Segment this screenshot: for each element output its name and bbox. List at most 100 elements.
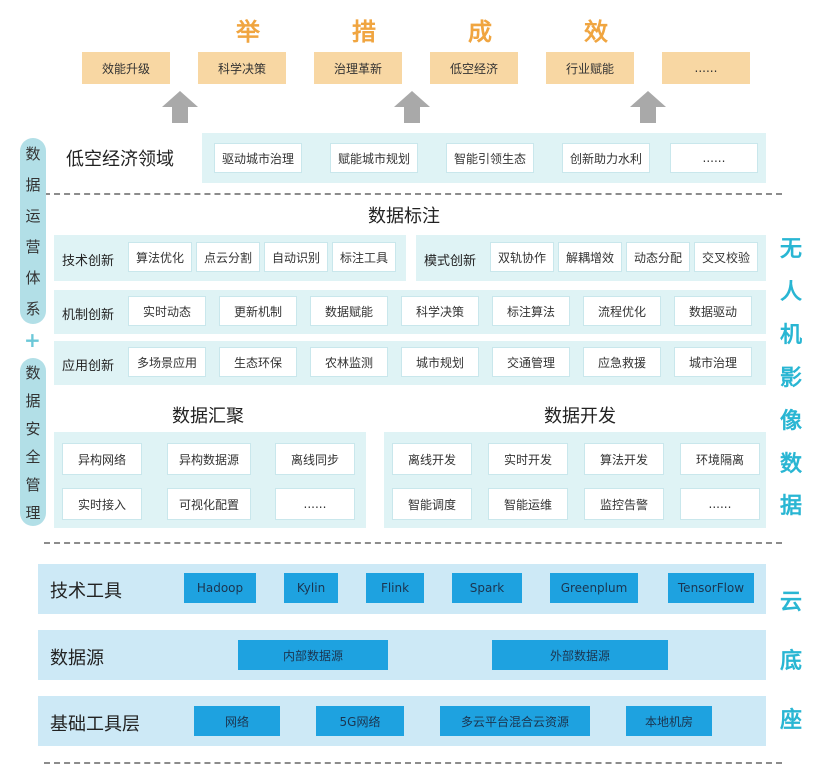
aggregation-item: 异构网络 <box>62 443 142 475</box>
labeling-title: 数据标注 <box>368 206 440 227</box>
development-item: ...... <box>680 488 760 520</box>
top-char-1: 举 <box>236 18 260 46</box>
result-box: 治理革新 <box>314 52 402 84</box>
left-bar-char: 运 <box>25 207 41 225</box>
aggregation-item: 可视化配置 <box>167 488 251 520</box>
tool-item: Hadoop <box>184 573 256 603</box>
result-box: 行业赋能 <box>546 52 634 84</box>
mode-item: 解耦增效 <box>558 242 622 272</box>
development-item: 实时开发 <box>488 443 568 475</box>
result-box: 低空经济 <box>430 52 518 84</box>
left-bar-security: 数 据 安 全 管 理 <box>20 358 46 526</box>
tech-item: 标注工具 <box>332 242 396 272</box>
result-box: 效能升级 <box>82 52 170 84</box>
infra-item: 本地机房 <box>626 706 712 736</box>
aggregation-item: 实时接入 <box>62 488 142 520</box>
development-item: 离线开发 <box>392 443 472 475</box>
app-innovation-label: 应用创新 <box>62 359 115 374</box>
tool-item: TensorFlow <box>668 573 754 603</box>
left-bar-char: 全 <box>25 447 41 466</box>
app-item: 应急救援 <box>583 347 661 377</box>
mech-item: 流程优化 <box>583 296 661 326</box>
right-char: 机 <box>779 323 802 349</box>
plus-sign: + <box>24 328 41 352</box>
development-title: 数据开发 <box>544 406 616 427</box>
low-alt-item: 赋能城市规划 <box>330 143 418 173</box>
development-item: 智能运维 <box>488 488 568 520</box>
app-item: 城市规划 <box>401 347 479 377</box>
infra-item: 多云平台混合云资源 <box>440 706 590 736</box>
right-char: 像 <box>779 408 802 434</box>
left-bar-char: 据 <box>25 176 41 194</box>
right-char: 影 <box>779 365 802 391</box>
mech-item: 数据赋能 <box>310 296 388 326</box>
mode-item: 交叉校验 <box>694 242 758 272</box>
tech-item: 自动识别 <box>264 242 328 272</box>
top-char-3: 成 <box>468 18 492 46</box>
data-source-item: 外部数据源 <box>492 640 668 670</box>
low-alt-item: 驱动城市治理 <box>214 143 302 173</box>
tech-innovation-label: 技术创新 <box>62 254 115 269</box>
app-item: 交通管理 <box>492 347 570 377</box>
tech-item: 算法优化 <box>128 242 192 272</box>
low-alt-item: ...... <box>670 143 758 173</box>
mode-innovation-label: 模式创新 <box>424 254 477 269</box>
mech-innovation-label: 机制创新 <box>62 308 115 323</box>
right-char: 据 <box>779 494 802 520</box>
divider <box>44 193 782 195</box>
top-char-2: 措 <box>352 18 376 46</box>
right-char: 座 <box>779 708 802 734</box>
app-item: 生态环保 <box>219 347 297 377</box>
aggregation-title: 数据汇聚 <box>172 406 244 427</box>
left-bar-char: 理 <box>25 503 41 522</box>
right-char: 云 <box>779 589 802 615</box>
tech-item: 点云分割 <box>196 242 260 272</box>
up-arrow-icon <box>630 91 666 123</box>
aggregation-item: 异构数据源 <box>167 443 251 475</box>
top-char-4: 效 <box>584 18 608 46</box>
low-alt-item: 创新助力水利 <box>562 143 650 173</box>
mech-item: 数据驱动 <box>674 296 752 326</box>
left-bar-char: 系 <box>25 300 41 318</box>
low-alt-title: 低空经济领域 <box>66 149 174 170</box>
infra-label: 基础工具层 <box>50 714 140 735</box>
tech-tools-label: 技术工具 <box>50 581 122 602</box>
left-bar-operations: 数 据 运 营 体 系 <box>20 138 46 324</box>
mech-item: 科学决策 <box>401 296 479 326</box>
left-bar-char: 安 <box>25 419 41 438</box>
mode-item: 动态分配 <box>626 242 690 272</box>
divider <box>44 762 782 764</box>
up-arrow-icon <box>162 91 198 123</box>
mech-item: 更新机制 <box>219 296 297 326</box>
app-item: 农林监测 <box>310 347 388 377</box>
infra-item: 5G网络 <box>316 706 404 736</box>
app-item: 城市治理 <box>674 347 752 377</box>
result-box: 科学决策 <box>198 52 286 84</box>
aggregation-item: 离线同步 <box>275 443 355 475</box>
development-item: 智能调度 <box>392 488 472 520</box>
right-char: 数 <box>779 451 802 477</box>
tool-item: Greenplum <box>550 573 638 603</box>
left-bar-char: 据 <box>25 391 41 410</box>
app-item: 多场景应用 <box>128 347 206 377</box>
aggregation-item: ...... <box>275 488 355 520</box>
data-source-item: 内部数据源 <box>238 640 388 670</box>
result-box: ...... <box>662 52 750 84</box>
mech-item: 实时动态 <box>128 296 206 326</box>
right-char: 无 <box>779 237 802 263</box>
right-label-uav: 无 人 机 影 像 数 据 <box>778 226 804 526</box>
tool-item: Kylin <box>284 573 338 603</box>
mech-item: 标注算法 <box>492 296 570 326</box>
left-bar-char: 营 <box>25 238 41 256</box>
left-bar-char: 体 <box>25 269 41 287</box>
left-bar-char: 数 <box>25 363 41 382</box>
tool-item: Spark <box>452 573 522 603</box>
data-source-label: 数据源 <box>50 648 104 669</box>
right-char: 人 <box>779 280 802 306</box>
low-alt-item: 智能引领生态 <box>446 143 534 173</box>
right-char: 底 <box>779 648 802 674</box>
development-item: 环境隔离 <box>680 443 760 475</box>
development-item: 算法开发 <box>584 443 664 475</box>
development-item: 监控告警 <box>584 488 664 520</box>
right-label-cloud: 云 底 座 <box>778 570 804 748</box>
